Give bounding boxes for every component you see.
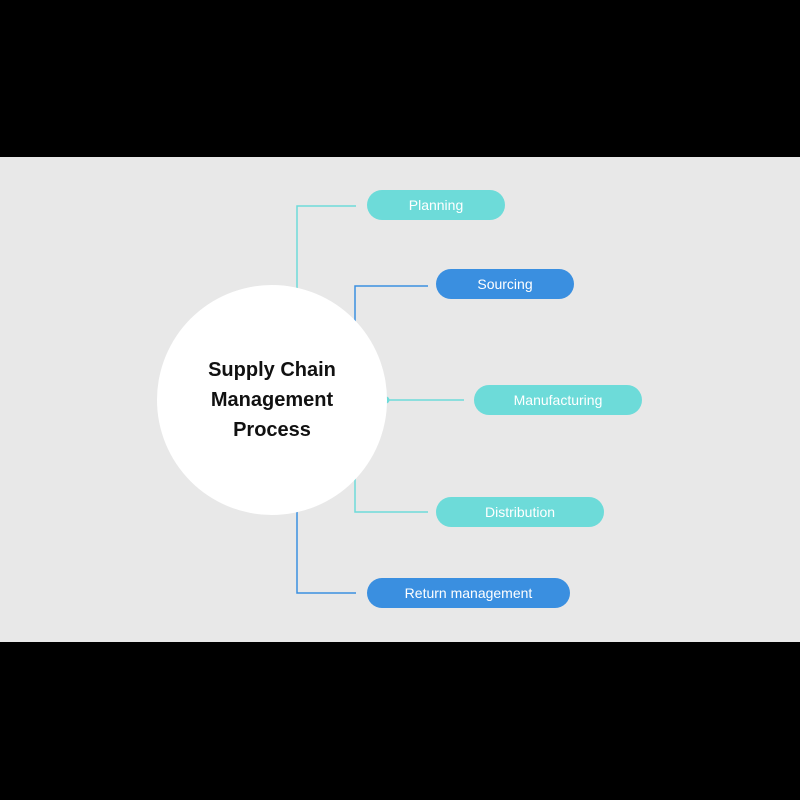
connector-sourcing — [354, 285, 428, 331]
stage-pill-return-management: Return management — [367, 578, 570, 608]
stage-pill-sourcing: Sourcing — [436, 269, 574, 299]
stage-pill-planning: Planning — [367, 190, 505, 220]
diagram-title: Supply Chain Management Process — [208, 359, 336, 441]
connector-planning — [296, 205, 356, 310]
connector-distribution — [354, 467, 428, 513]
central-circle: Supply Chain Management Process — [157, 285, 387, 515]
connector-return-management — [296, 488, 356, 594]
stage-pill-distribution: Distribution — [436, 497, 604, 527]
stage-pill-manufacturing: Manufacturing — [474, 385, 642, 415]
